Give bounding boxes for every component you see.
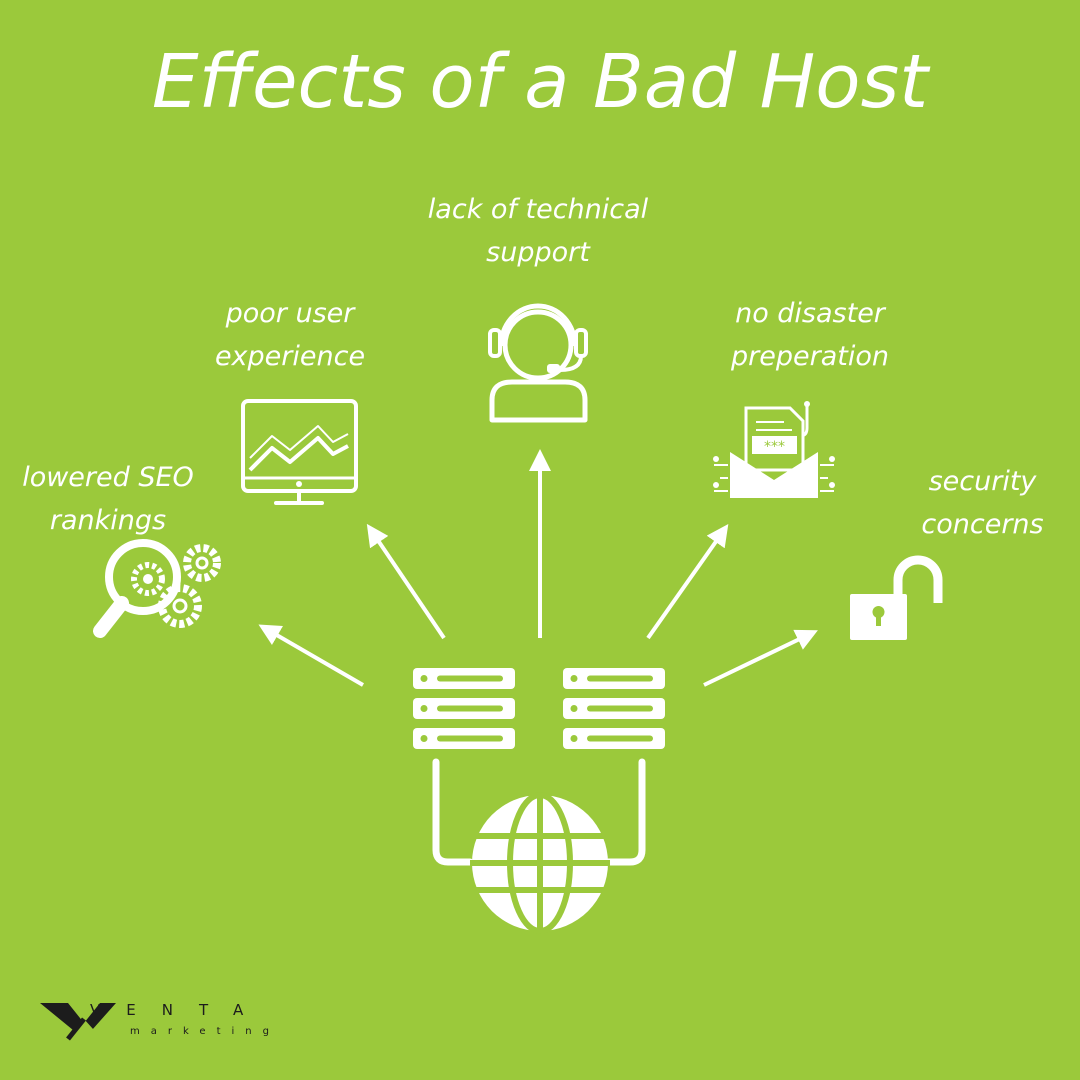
open-padlock-icon — [850, 555, 943, 640]
phishing-email-icon: *** — [713, 401, 835, 498]
arrow-to-disaster — [646, 524, 729, 640]
effect-label-disaster: no disaster preperation — [710, 292, 910, 378]
svg-text:***: *** — [764, 439, 785, 455]
effect-label-line: rankings — [49, 505, 167, 536]
arrow-to-seo — [258, 624, 365, 687]
seo-search-gears-icon — [93, 539, 221, 638]
network-connectors — [432, 758, 646, 866]
arrow-to-user-experience — [366, 523, 446, 640]
effect-label-line: no disaster — [735, 298, 885, 329]
monitor-chart-icon — [241, 399, 358, 505]
effect-label-line: preperation — [731, 341, 889, 372]
server-rack-icon — [563, 668, 665, 749]
arrows — [258, 449, 818, 687]
server-rack-icon — [413, 668, 515, 749]
effect-label-seo: lowered SEO rankings — [8, 456, 208, 542]
logo-subtext: marketing — [130, 1026, 280, 1037]
effect-label-line: experience — [214, 341, 366, 372]
effect-label-line: poor user — [225, 298, 355, 329]
effect-label-line: concerns — [921, 509, 1044, 540]
effect-label-line: lowered SEO — [22, 462, 194, 493]
venta-logo-icon — [40, 1003, 116, 1041]
support-headset-icon — [488, 303, 588, 423]
logo-wordmark: VENTA — [90, 1001, 270, 1019]
effect-label-line: security — [928, 466, 1037, 497]
effect-label-support: lack of technical support — [408, 188, 668, 274]
page-title: Effects of a Bad Host — [151, 39, 929, 125]
effect-label-security: security concerns — [890, 460, 1075, 546]
effect-label-user-experience: poor user experience — [190, 292, 390, 378]
arrow-to-security — [703, 629, 818, 687]
globe-icon — [470, 792, 610, 934]
effect-label-line: support — [486, 237, 590, 268]
effect-label-line: lack of technical — [427, 194, 649, 225]
